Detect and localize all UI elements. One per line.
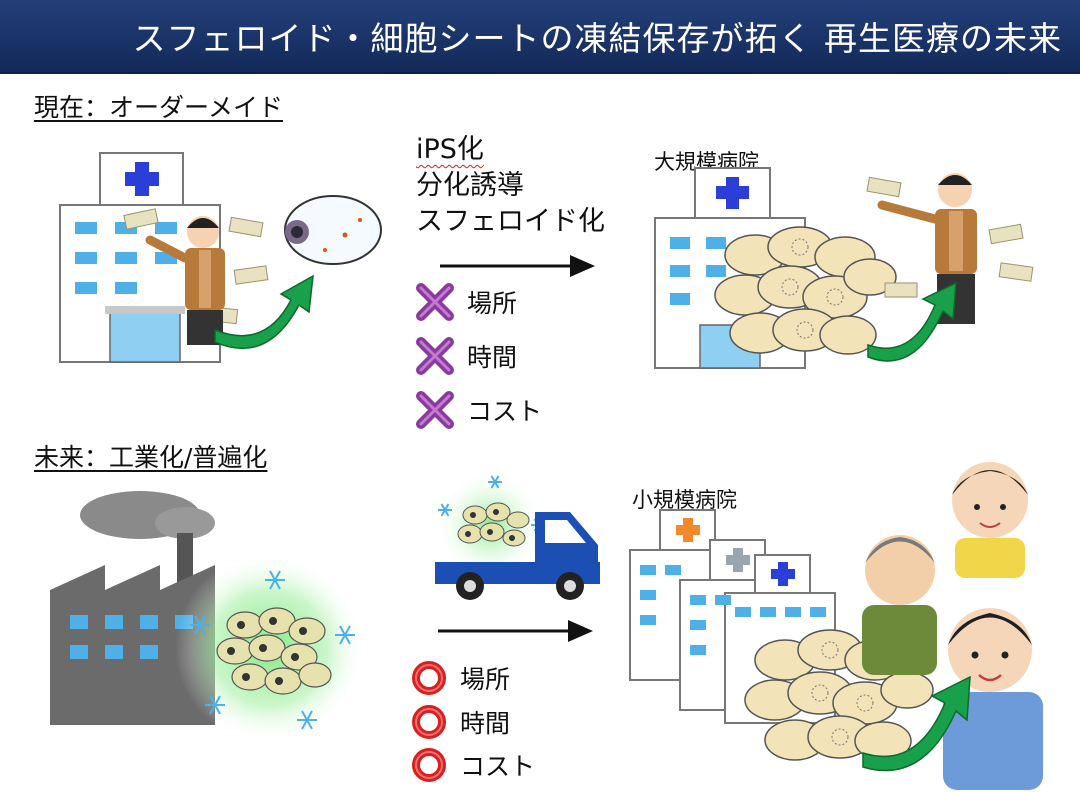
factory-illustration <box>50 491 365 743</box>
factor-label: 時間 <box>460 709 511 738</box>
future-factor-cost: コスト <box>410 745 535 785</box>
circle-icon <box>412 705 446 739</box>
small-hospitals-illustration <box>629 462 1043 790</box>
future-factor-time: 時間 <box>410 702 510 742</box>
truck-illustration <box>435 470 600 600</box>
factor-label: 場所 <box>460 665 511 694</box>
factor-label: コスト <box>467 397 543 426</box>
process-steps: iPS化 分化誘導 スフェロイド化 <box>416 132 605 240</box>
title-bar: スフェロイド・細胞シートの凍結保存が拓く 再生医療の未来 <box>0 0 1080 74</box>
present-hospital-illustration <box>59 152 382 363</box>
cross-icon <box>416 391 454 429</box>
large-hospital-illustration <box>654 167 1034 369</box>
future-arrow <box>438 620 593 642</box>
present-arrow <box>440 255 595 277</box>
cross-icon <box>416 283 454 321</box>
circle-icon <box>412 661 446 695</box>
factor-label: 時間 <box>467 343 518 372</box>
present-section-label: 現在：オーダーメイド <box>34 93 284 122</box>
step-spheroid: スフェロイド化 <box>416 206 605 237</box>
step-differentiation: 分化誘導 <box>416 170 524 201</box>
present-factor-cost: コスト <box>415 390 542 430</box>
present-factor-place: 場所 <box>415 282 517 322</box>
step-ips: iPS化 <box>416 134 484 165</box>
small-hospital-label: 小規模病院 <box>632 488 737 512</box>
future-factor-place: 場所 <box>410 658 510 698</box>
circle-icon <box>412 748 446 782</box>
cross-icon <box>416 337 454 375</box>
factor-label: 場所 <box>467 289 518 318</box>
future-section-label: 未来：工業化/普遍化 <box>34 443 268 472</box>
present-factor-time: 時間 <box>415 336 517 376</box>
slide-title: スフェロイド・細胞シートの凍結保存が拓く 再生医療の未来 <box>132 19 1062 58</box>
factor-label: コスト <box>460 752 536 781</box>
